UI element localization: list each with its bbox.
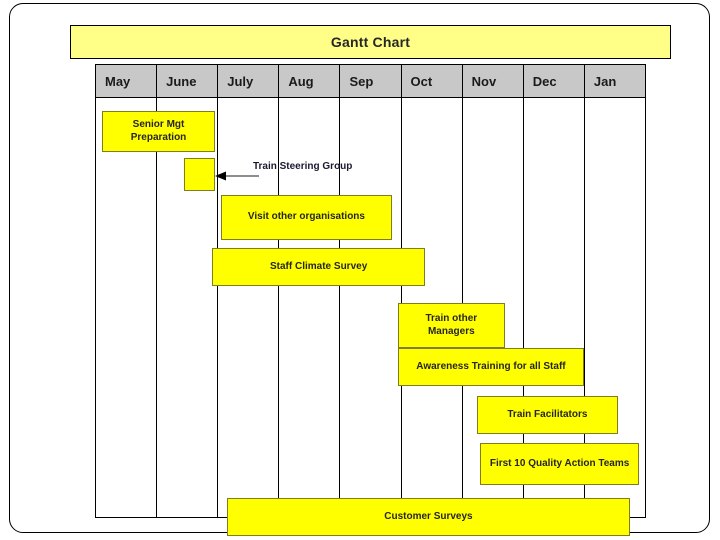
task-bar-train-steering-group[interactable] bbox=[184, 158, 215, 191]
task-bar-first-10-quality-action-teams[interactable]: First 10 Quality Action Teams bbox=[480, 443, 639, 485]
annotation-train-steering-group: Train Steering Group bbox=[252, 160, 353, 172]
page-title: Gantt Chart bbox=[330, 34, 411, 50]
month-header-sep: Sep bbox=[340, 65, 402, 97]
month-header-may: May bbox=[96, 65, 158, 97]
task-bar-awareness-training-for-all-staff[interactable]: Awareness Training for all Staff bbox=[397, 348, 584, 386]
task-bar-customer-surveys[interactable]: Customer Surveys bbox=[227, 498, 630, 536]
task-bar-senior-mgt-preparation[interactable]: Senior Mgt Preparation bbox=[102, 111, 215, 152]
left-arrow-icon bbox=[214, 169, 259, 187]
month-header-jan: Jan bbox=[584, 65, 645, 97]
month-header-oct: Oct bbox=[401, 65, 463, 97]
month-header-nov: Nov bbox=[462, 65, 524, 97]
month-header-dec: Dec bbox=[523, 65, 585, 97]
month-header-aug: Aug bbox=[279, 65, 341, 97]
month-header-june: June bbox=[157, 65, 219, 97]
task-bar-staff-climate-survey[interactable]: Staff Climate Survey bbox=[211, 248, 426, 286]
task-bar-train-other-managers[interactable]: Train other Managers bbox=[397, 303, 505, 348]
month-header-july: July bbox=[218, 65, 280, 97]
chart-title-bar: Gantt Chart bbox=[70, 25, 671, 59]
task-bar-visit-other-organisations[interactable]: Visit other organisations bbox=[221, 195, 392, 240]
task-bar-train-facilitators[interactable]: Train Facilitators bbox=[477, 396, 618, 434]
